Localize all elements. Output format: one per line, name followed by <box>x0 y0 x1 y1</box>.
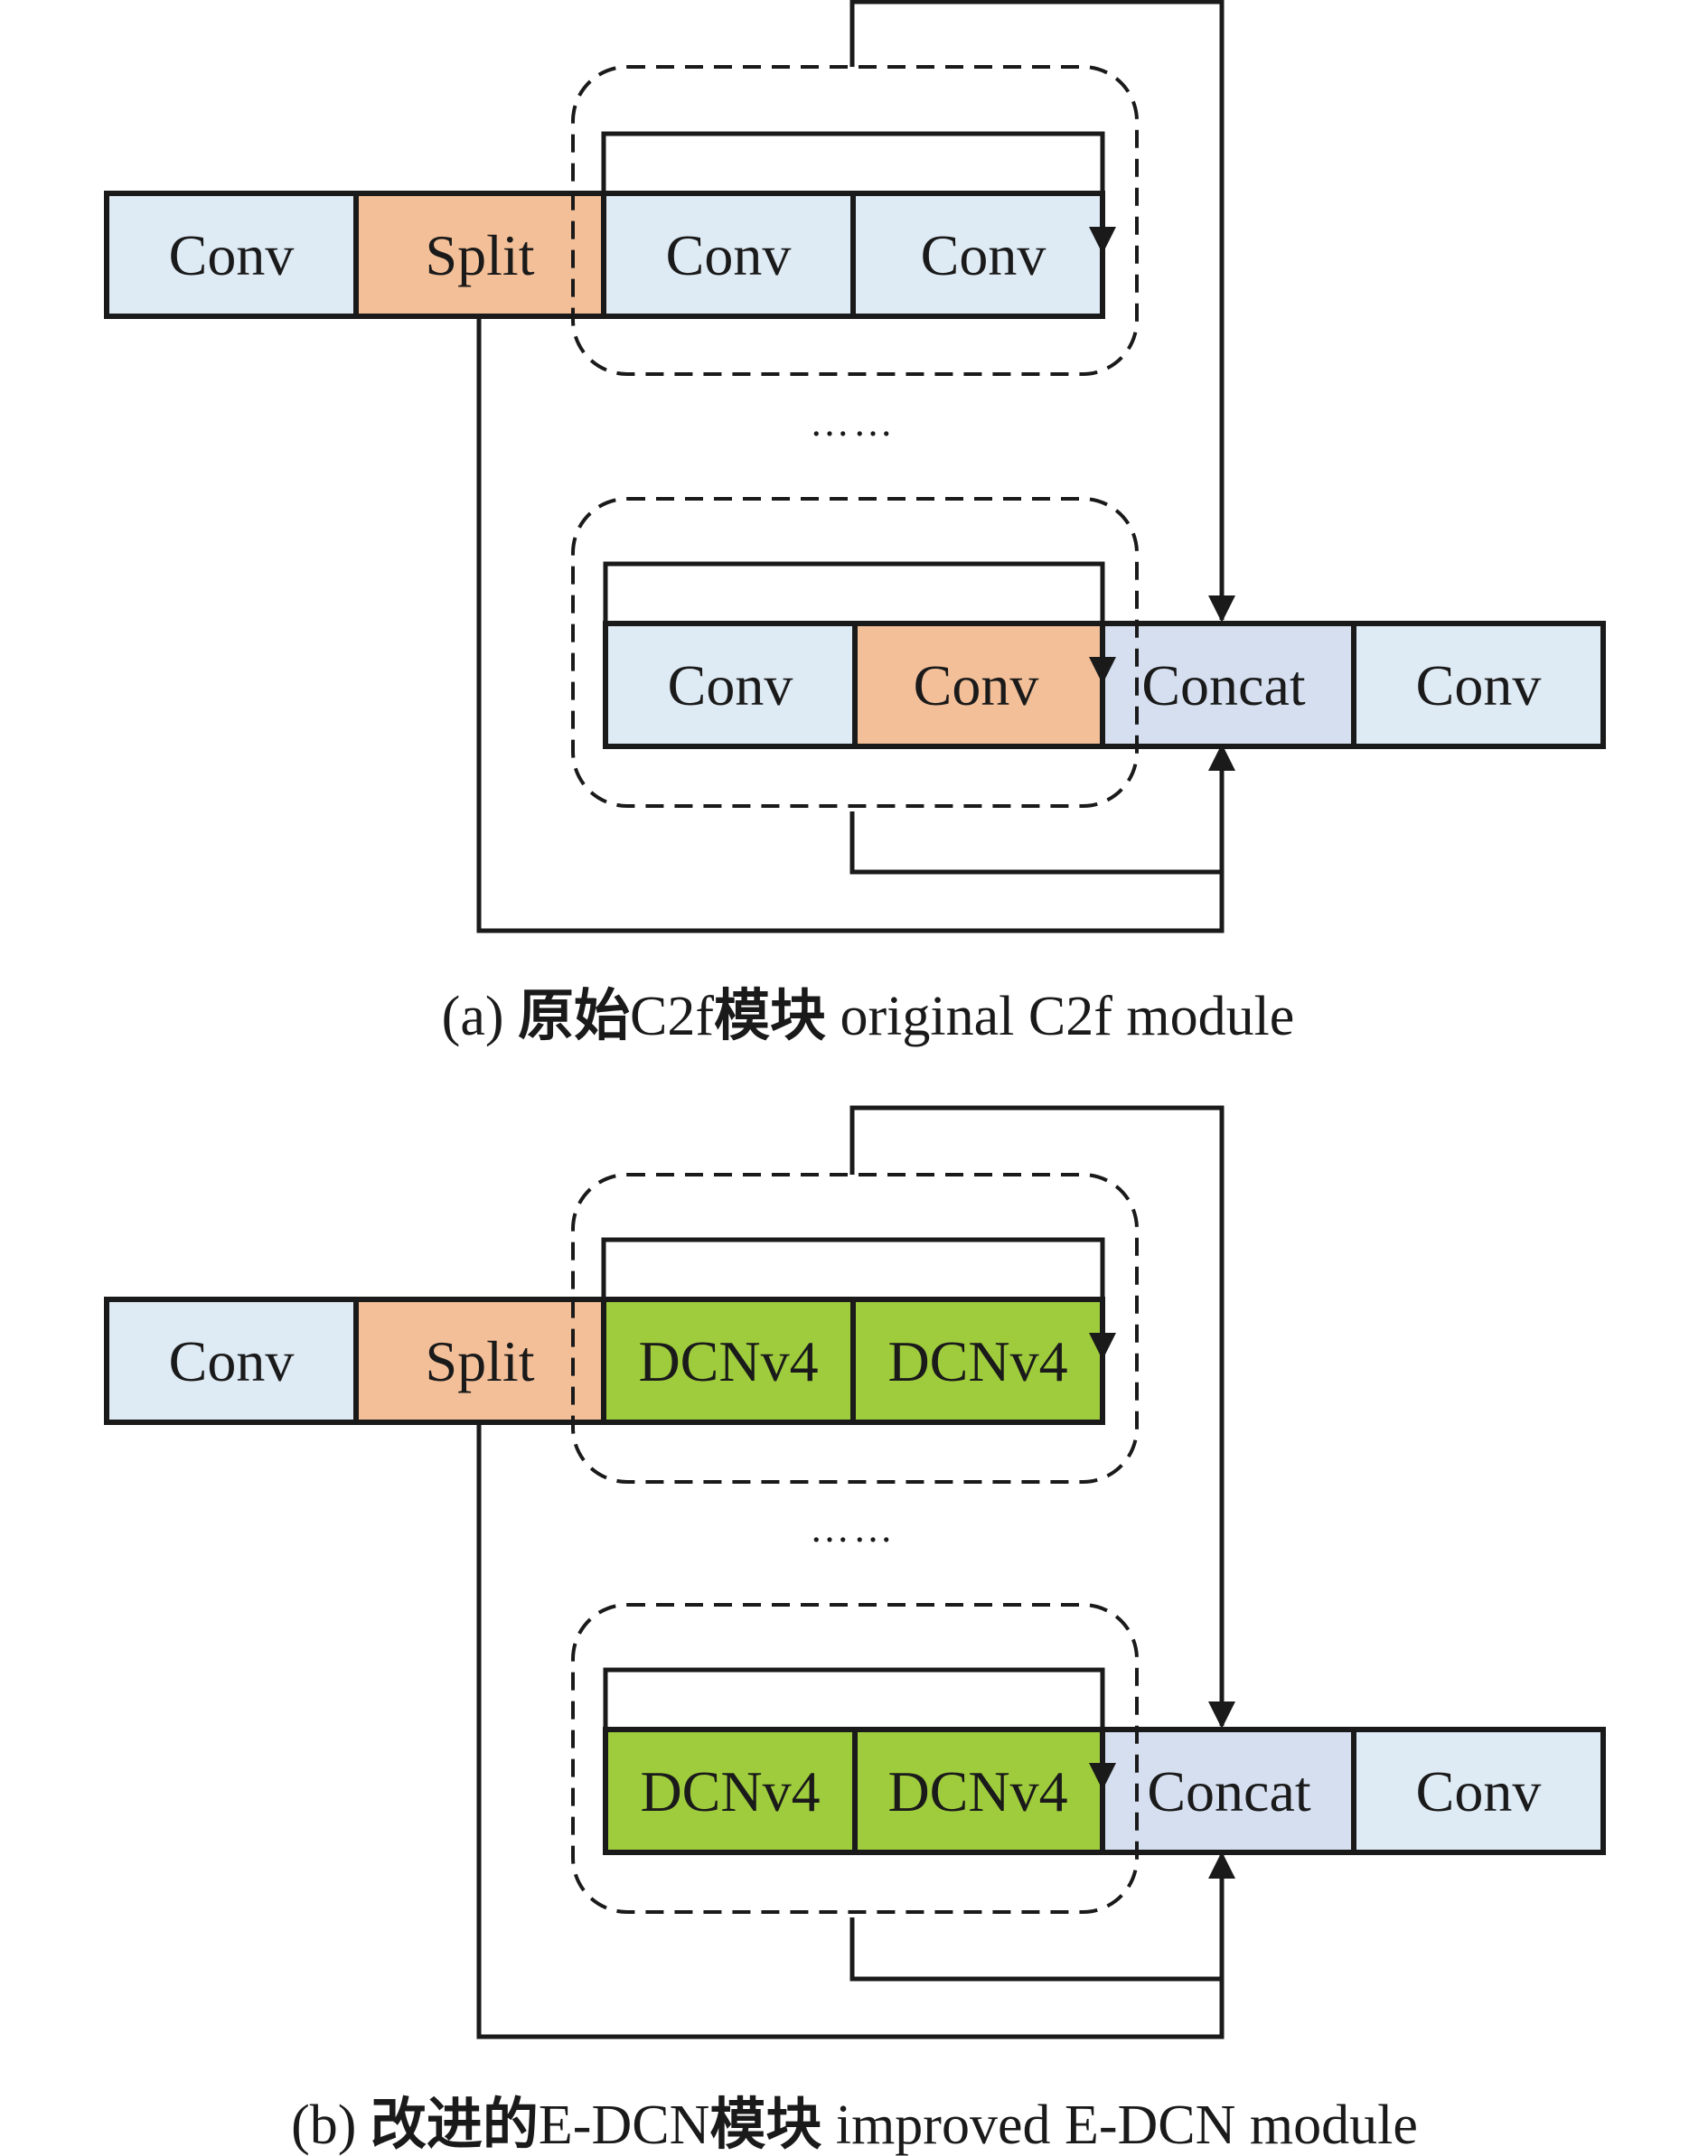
conv-box-b <box>104 1297 359 1425</box>
split-label-b: Split <box>426 1329 535 1393</box>
conv-out-label-a: Conv <box>1416 653 1542 717</box>
bottleneck1-dcn2-box-b <box>850 1297 1105 1425</box>
conv-out-box-b <box>1351 1727 1606 1855</box>
residual-loop-1-b <box>601 1237 1116 1360</box>
bottleneck-group-n-b <box>571 1603 1139 1914</box>
concat-box-a <box>1100 621 1356 749</box>
concat-label-a: Concat <box>1141 653 1306 717</box>
bottleneckn-conv1-label-a: Conv <box>668 653 793 717</box>
conv-out-label-b: Conv <box>1416 1759 1542 1823</box>
skip-connection-bottom-inner-b <box>849 1851 1235 1982</box>
diagram-a: Conv Split Conv Conv …… Conv Conv Concat… <box>104 0 1606 1048</box>
bottleneck-group-n-a <box>571 497 1139 808</box>
skip-connection-top-b <box>849 1105 1235 1729</box>
bottleneckn-dcn2-label-b: DCNv4 <box>887 1759 1067 1823</box>
bottleneck1-dcn2-label-b: DCNv4 <box>887 1329 1067 1393</box>
caption-b: (b) 改进的E-DCN模块 improved E-DCN module <box>193 2091 1488 2156</box>
residual-loop-n-a <box>603 561 1116 684</box>
split-to-concat-line-b <box>476 1422 1225 2039</box>
residual-loop-1-a <box>601 131 1116 254</box>
split-label-a: Split <box>426 223 535 287</box>
bottleneck-group-1-a <box>571 65 1139 376</box>
bottleneck1-conv1-box-a <box>601 191 856 319</box>
residual-loop-n-b <box>603 1667 1116 1790</box>
conv-label-b: Conv <box>169 1329 295 1393</box>
bottleneck-group-1-b <box>571 1173 1139 1484</box>
split-to-concat-line-a <box>476 316 1225 933</box>
bottleneck1-conv2-label-a: Conv <box>921 223 1046 287</box>
diagram-b: Conv Split DCNv4 DCNv4 …… DCNv4 DCNv4 Co… <box>104 1105 1606 2156</box>
bottleneck1-dcn1-label-b: DCNv4 <box>638 1329 818 1393</box>
bottleneckn-dcn1-box-b <box>603 1727 858 1855</box>
ellipsis-a: …… <box>810 400 896 445</box>
conv-label-a: Conv <box>169 223 295 287</box>
concat-box-b <box>1100 1727 1356 1855</box>
bottleneck1-dcn1-box-b <box>601 1297 856 1425</box>
skip-connection-bottom-inner-a <box>849 744 1235 875</box>
skip-connection-top-a <box>849 0 1235 623</box>
ellipsis-b: …… <box>810 1506 896 1551</box>
bottleneckn-conv2-label-a: Conv <box>914 653 1039 717</box>
bottleneckn-dcn1-label-b: DCNv4 <box>640 1759 820 1823</box>
split-box-b <box>353 1297 606 1425</box>
caption-a: (a) 原始C2f模块 original C2f module <box>343 982 1365 1048</box>
concat-label-b: Concat <box>1147 1759 1311 1823</box>
bottleneck1-conv1-label-a: Conv <box>666 223 792 287</box>
bottleneck1-conv2-box-a <box>850 191 1105 319</box>
conv-out-box-a <box>1351 621 1606 749</box>
